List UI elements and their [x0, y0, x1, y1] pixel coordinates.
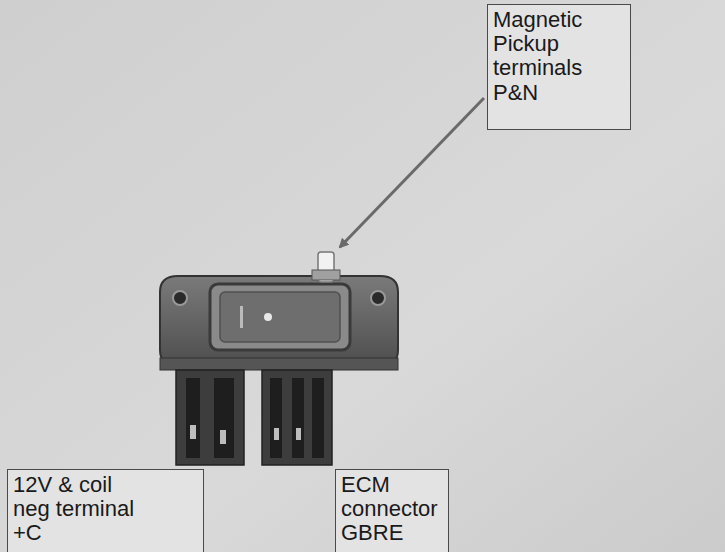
callout-box: 12V & coil neg terminal +C: [7, 469, 204, 552]
callout-box: Magnetic Pickup terminals P&N: [487, 4, 631, 130]
callout-text: Magnetic Pickup terminals P&N: [493, 8, 623, 105]
callout-text: 12V & coil neg terminal +C: [13, 473, 148, 546]
leader-arrow: [340, 98, 484, 247]
callout-box: ECM connector GBRE: [335, 469, 449, 552]
terminal-connectors: [176, 370, 332, 465]
module-housing: [160, 276, 398, 370]
callout-text: ECM connector GBRE: [341, 473, 441, 546]
pickup-connector: [312, 252, 340, 282]
